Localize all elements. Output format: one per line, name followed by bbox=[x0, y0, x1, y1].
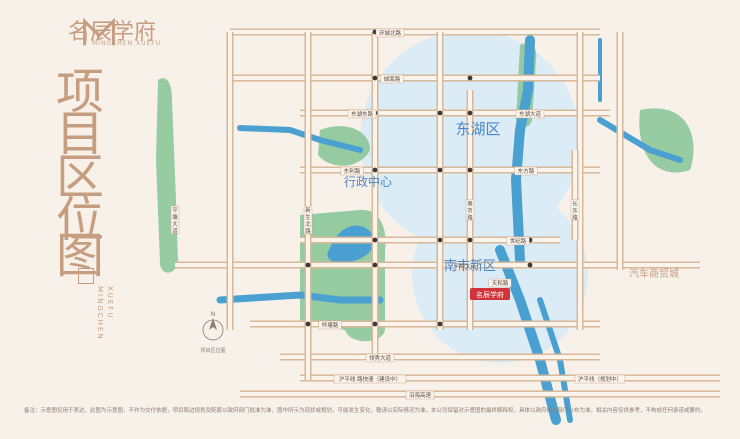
west-green-belt bbox=[156, 78, 178, 273]
project-label: 名辰学府 bbox=[476, 290, 504, 299]
road-node bbox=[372, 167, 378, 173]
road-label-box bbox=[488, 278, 512, 288]
road-label-v-xinsheng-north: 生 bbox=[305, 213, 311, 221]
road-label-hutang-exp-east: 沪平线（规划中） bbox=[578, 375, 622, 383]
road-label-box bbox=[333, 374, 407, 384]
district-admin-center: 行政中心 bbox=[344, 174, 392, 189]
road-label-v-pingtang: 平 bbox=[172, 207, 178, 214]
footer-disclaimer: 备注：示意图仅用于表达，此图为示意图，不作为交付依据，项目周边规划及配套以政府部… bbox=[24, 408, 707, 414]
district-south-new: 南市新区 bbox=[444, 258, 496, 274]
road-label-huaitang: 怀塘路 bbox=[322, 321, 339, 329]
road-label-box bbox=[340, 166, 364, 176]
road-node-layer bbox=[305, 29, 533, 327]
car-trade-city: 汽车商贸城 bbox=[629, 267, 679, 280]
road-label-huancheng-north: 环城北路 bbox=[379, 29, 402, 37]
road-node bbox=[372, 321, 378, 327]
road-node bbox=[467, 75, 473, 81]
road-label-donghu-ave: 东湖大道 bbox=[519, 110, 542, 118]
road-label-layer: 环城北路城南路东湖东路东湖大道东利路东方路世纪路平塘大道怀塘路天和路领秀大道沪平… bbox=[170, 28, 626, 400]
water-layer bbox=[216, 35, 683, 425]
compass-hint: 项目区位图 bbox=[200, 347, 225, 354]
compass-north: N bbox=[211, 311, 216, 318]
road-label-box bbox=[515, 109, 545, 119]
road-label-box-v bbox=[570, 199, 580, 221]
compass-needle-icon bbox=[209, 318, 217, 330]
road-label-v-nanshi: 南 bbox=[467, 200, 473, 208]
east-park-patch bbox=[639, 108, 694, 173]
road-label-dongfang: 东方路 bbox=[518, 167, 535, 175]
road-node bbox=[305, 262, 311, 268]
river-south-west bbox=[216, 291, 384, 304]
road-node bbox=[372, 237, 378, 243]
road-label-v-pingtang: 塘 bbox=[172, 213, 178, 221]
vertical-brand-2: XUEFU bbox=[106, 286, 114, 320]
road-node bbox=[437, 321, 443, 327]
road-label-v-nanshi: 市 bbox=[467, 207, 473, 215]
road-label-v-changdong: 长 bbox=[572, 200, 578, 208]
road-label-yanhai: 沿海高速 bbox=[409, 391, 432, 399]
road-label-box-v bbox=[465, 199, 475, 221]
road-node bbox=[467, 110, 473, 116]
road-label-box bbox=[347, 109, 377, 119]
road-node bbox=[527, 262, 533, 268]
road-label-box-v bbox=[170, 205, 180, 235]
road-node bbox=[372, 262, 378, 268]
title-char-4: 位 bbox=[55, 192, 104, 248]
district-east-lake: 东湖区 bbox=[455, 120, 500, 138]
title-char-2: 目 bbox=[55, 106, 104, 162]
road-label-dongli: 东利路 bbox=[344, 167, 361, 175]
road-label-v-changdong: 路 bbox=[572, 214, 578, 222]
road-label-v-xinsheng-north: 路 bbox=[305, 227, 311, 235]
road-label-box bbox=[365, 353, 395, 363]
road-label-box bbox=[506, 236, 530, 246]
road-label-tianhe: 天和路 bbox=[492, 279, 509, 287]
brand-logo-icon bbox=[83, 17, 115, 46]
title-char-1: 项 bbox=[55, 64, 104, 120]
road-label-box bbox=[514, 166, 538, 176]
road-label-v-xinsheng-north: 新 bbox=[305, 206, 311, 214]
road-label-pingtang: 平塘大道 bbox=[454, 262, 477, 270]
project-marker[interactable]: 名辰学府 bbox=[470, 288, 510, 300]
brand-sub: MINGCHEN XUEFU bbox=[92, 40, 162, 47]
road-label-v-xinsheng-north: 北 bbox=[305, 220, 311, 228]
river-main-north bbox=[510, 35, 535, 265]
road-node bbox=[467, 237, 473, 243]
road-node bbox=[437, 237, 443, 243]
brand-name: 名辰学府 bbox=[68, 20, 157, 45]
road-node bbox=[437, 110, 443, 116]
road-label-box bbox=[405, 390, 435, 400]
title-char-3: 区 bbox=[55, 149, 104, 205]
road-node bbox=[305, 321, 311, 327]
road-node bbox=[372, 75, 378, 81]
project-badge[interactable] bbox=[470, 288, 510, 300]
road-node bbox=[437, 167, 443, 173]
road-label-donghu-east: 东湖东路 bbox=[351, 110, 374, 118]
road-label-v-changdong: 东 bbox=[572, 207, 578, 215]
road-label-box bbox=[450, 261, 480, 271]
vertical-logo-icon bbox=[78, 268, 94, 284]
road-label-hutang-exp: 沪平线 路快速（建设中） bbox=[339, 375, 401, 383]
river-south-bottom bbox=[495, 245, 561, 425]
road-label-lingxiu: 领秀大道 bbox=[369, 354, 392, 362]
title-char-5: 图 bbox=[55, 228, 104, 284]
road-label-box bbox=[574, 374, 626, 384]
road-label-box-v bbox=[303, 205, 313, 235]
vertical-brand-1: MINGCHEN bbox=[96, 286, 104, 341]
road-label-v-nanshi: 路 bbox=[467, 214, 473, 222]
road-label-v-pingtang: 道 bbox=[172, 227, 178, 235]
road-label-chengnan: 城南路 bbox=[384, 75, 401, 83]
road-label-box bbox=[318, 320, 342, 330]
compass: N 项目区位图 bbox=[200, 311, 225, 354]
river-lake bbox=[327, 225, 375, 264]
road-label-box bbox=[380, 74, 404, 84]
road-node bbox=[467, 167, 473, 173]
road-label-shijing: 世纪路 bbox=[510, 237, 527, 245]
road-label-v-pingtang: 大 bbox=[172, 220, 178, 228]
road-label-box bbox=[375, 28, 405, 38]
